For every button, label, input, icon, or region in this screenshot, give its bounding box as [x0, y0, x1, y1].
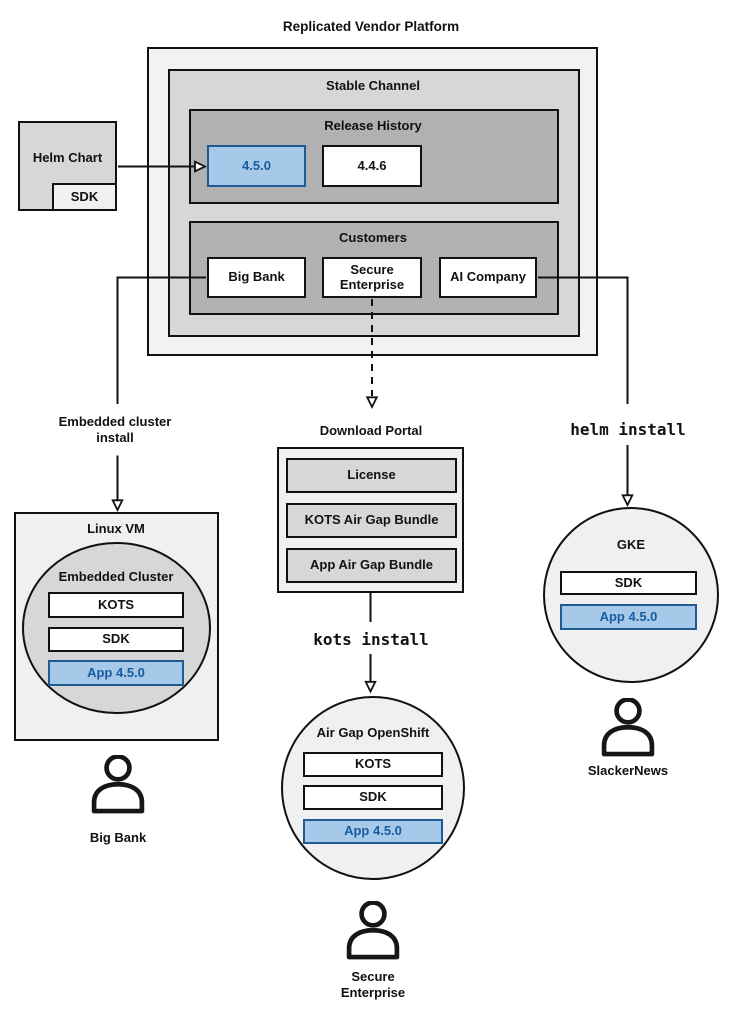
download-portal-label: Download Portal — [319, 423, 423, 438]
gke-circle — [543, 507, 719, 683]
edge-label-helm-install: helm install — [570, 420, 686, 439]
user-slackernews-label: SlackerNews — [587, 763, 669, 778]
gke-label: GKE — [616, 537, 646, 552]
ag-stack-app: App 4.5.0 — [303, 819, 443, 844]
customers-label: Customers — [339, 230, 407, 245]
user-big-bank-label: Big Bank — [89, 830, 147, 845]
release-version-450: 4.5.0 — [207, 145, 306, 187]
edge-label-kots-install: kots install — [313, 630, 429, 649]
helm-chart-label: Helm Chart — [32, 149, 103, 165]
person-icon-slackernews — [601, 698, 655, 757]
diagram-title: Replicated Vendor Platform — [282, 19, 460, 34]
linux-vm-label: Linux VM — [87, 521, 145, 536]
portal-app-bundle-box: App Air Gap Bundle — [286, 548, 457, 583]
customer-secure-enterprise: Secure Enterprise — [322, 257, 422, 298]
stable-channel-label: Stable Channel — [326, 78, 420, 93]
portal-kots-bundle-box: KOTS Air Gap Bundle — [286, 503, 457, 538]
helm-chart-sdk-box: SDK — [52, 183, 117, 211]
arrowhead-download-portal — [365, 396, 379, 410]
ec-stack-kots: KOTS — [48, 592, 184, 618]
ag-stack-kots: KOTS — [303, 752, 443, 777]
release-version-446: 4.4.6 — [322, 145, 422, 187]
portal-license-box: License — [286, 458, 457, 493]
ec-stack-app: App 4.5.0 — [48, 660, 184, 686]
edge-label-embedded-cluster-install: Embedded cluster install — [58, 414, 172, 445]
person-icon-big-bank — [91, 755, 145, 814]
ec-stack-sdk: SDK — [48, 627, 184, 652]
gke-stack-app: App 4.5.0 — [560, 604, 697, 630]
embedded-cluster-label: Embedded Cluster — [58, 569, 174, 584]
release-history-label: Release History — [324, 118, 422, 133]
customer-big-bank: Big Bank — [207, 257, 306, 298]
air-gap-openshift-label: Air Gap OpenShift — [316, 725, 430, 740]
person-icon-secure-enterprise — [346, 901, 400, 960]
arrowhead-gke — [621, 494, 634, 508]
ag-stack-sdk: SDK — [303, 785, 443, 810]
arrowhead-air-gap-openshift — [364, 680, 377, 694]
gke-stack-sdk: SDK — [560, 571, 697, 595]
user-secure-enterprise-label: Secure Enterprise — [340, 969, 406, 1000]
arrowhead-linux-vm — [111, 499, 124, 513]
customer-ai-company: AI Company — [439, 257, 537, 298]
